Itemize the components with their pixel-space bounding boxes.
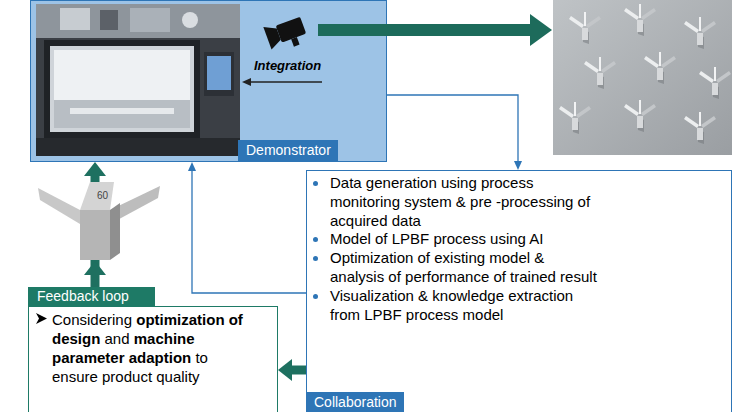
tab-holder: Collaboration (306, 392, 404, 412)
bullet-dot (313, 294, 318, 299)
demonstrator-panel: Demonstrator (30, 0, 387, 162)
body-text: Considering optimization of design and m… (52, 310, 244, 386)
bullet-text: Optimization of existing model & analysi… (330, 249, 601, 287)
bullet-dot (313, 181, 318, 186)
connector-arrow (292, 366, 306, 375)
bullet-dot (313, 237, 318, 242)
bullet-text: Model of LPBF process using AI (330, 230, 601, 249)
list-item: Visualization & knowledge extraction fro… (330, 287, 601, 325)
camera-icon (263, 14, 309, 54)
output-arrow (318, 14, 552, 46)
bullet-arrow (36, 313, 47, 324)
bullet-dot (313, 256, 318, 261)
machine-photo (36, 4, 240, 156)
label-holder: 60 (97, 190, 108, 202)
bullet-list: Data generation using process monitoring… (330, 174, 601, 324)
panel-tab: Demonstrator (238, 140, 338, 161)
part-number: 60 (97, 190, 108, 202)
feedback-panel: Feedback loopConsidering optimization of… (28, 287, 278, 412)
panel-tab: Collaboration (306, 392, 404, 412)
panel-body: Considering optimization of design and m… (28, 306, 278, 412)
printed-parts-photo (553, 0, 732, 155)
label-holder: Integration (254, 58, 321, 74)
panel-tab: Feedback loop (28, 287, 155, 306)
connector-arrow (387, 95, 518, 161)
list-item: Optimization of existing model & analysi… (330, 249, 601, 287)
part-illustration (38, 182, 160, 275)
bullet-text: Data generation using process monitoring… (330, 174, 601, 230)
tab-holder: Demonstrator (238, 140, 338, 161)
tab-row: Feedback loop (28, 287, 278, 306)
collaboration-panel: Data generation using process monitoring… (306, 170, 732, 412)
bullet-text: Visualization & knowledge extraction fro… (330, 287, 601, 325)
integration-arrow (242, 78, 322, 86)
list-item: Data generation using process monitoring… (330, 174, 601, 230)
connector-arrow (192, 171, 306, 293)
list-item: Model of LPBF process using AI (330, 230, 601, 249)
integration-label: Integration (254, 58, 321, 74)
